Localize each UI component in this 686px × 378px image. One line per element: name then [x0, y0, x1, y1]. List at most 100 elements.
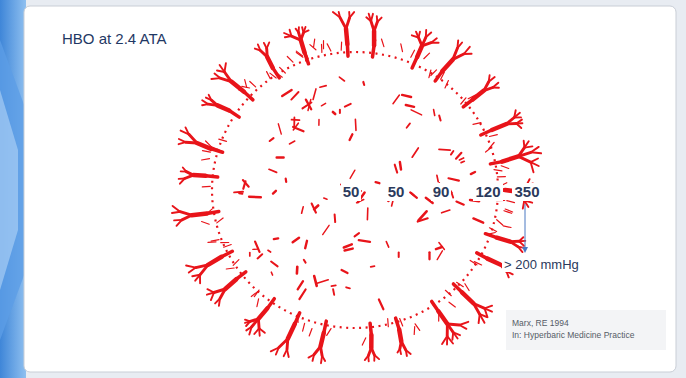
capillary-fragment [350, 170, 355, 178]
vessel-branch [265, 49, 268, 57]
vessel-branch [207, 289, 214, 292]
side-bar [0, 0, 26, 378]
capillary [203, 151, 211, 153]
capillary-fragment [437, 175, 438, 181]
vessel-branch [519, 241, 524, 246]
vessel-branch [217, 105, 229, 110]
vessel-branch [173, 206, 181, 212]
vessel-branch [438, 311, 447, 324]
capillary-fragment [400, 162, 401, 169]
capillary-fragment [344, 244, 352, 247]
vessel-branch [350, 12, 355, 18]
vessel-branch [514, 116, 521, 118]
capillary [441, 72, 445, 79]
capillary-fragment [299, 290, 305, 300]
capillary-fragment [304, 260, 306, 263]
vessel-branch [321, 356, 322, 363]
vessel-branch [321, 333, 324, 347]
vessel-branch [246, 327, 251, 331]
capillary-fragment [367, 208, 369, 220]
vessel-branch [290, 30, 292, 36]
capillary-fragment [317, 280, 328, 284]
vessel-branch [288, 324, 295, 339]
capillary-fragment [473, 218, 483, 222]
vessel-branch [453, 54, 464, 59]
capillary-fragment [282, 90, 291, 96]
vessel-branch [271, 348, 279, 352]
capillary [400, 319, 403, 326]
capillary-fragment [342, 270, 348, 273]
capillary-fragment [321, 103, 325, 105]
vessel-branch [474, 304, 480, 315]
capillary [497, 220, 503, 225]
capillary [219, 139, 227, 141]
po2-value: 350 [512, 183, 541, 201]
vessel-branch [186, 266, 196, 268]
citation-line: Marx, RE 1994 [512, 318, 569, 329]
vessel-branch [314, 347, 320, 355]
vessel-branch [174, 219, 182, 221]
vessel-branch [250, 319, 258, 322]
vessel-branch [179, 178, 185, 180]
capillary-fragment [243, 180, 249, 187]
po2-value: 120 [473, 183, 502, 201]
vessel-branch [339, 12, 340, 18]
vessel-branch [369, 335, 374, 348]
capillary [387, 319, 389, 327]
vessel-branch [254, 328, 259, 334]
capillary [503, 226, 511, 228]
vessel-branch [442, 59, 453, 71]
capillary-fragment [255, 242, 259, 252]
capillary-fragment [285, 179, 288, 182]
vessel-branch [400, 342, 401, 349]
capillary-fragment [398, 252, 400, 257]
capillary [303, 323, 305, 331]
vessel-branch [399, 330, 401, 342]
capillary [239, 90, 247, 93]
capillary [362, 338, 365, 345]
capillary-fragment [249, 253, 251, 256]
vessel-branch [267, 43, 270, 49]
capillary [411, 50, 415, 57]
po2-value: 50 [386, 183, 407, 201]
capillary-fragment [339, 110, 341, 113]
vessel-branch [374, 22, 377, 31]
capillary-fragment [411, 110, 422, 115]
vessel-branch [373, 355, 375, 361]
vessel-branch [192, 275, 200, 277]
capillary [414, 327, 416, 335]
vessel-branch [484, 88, 493, 91]
capillary [501, 166, 509, 169]
vessel-branch [502, 156, 518, 161]
capillary-fragment [376, 182, 380, 183]
capillary-fragment [258, 254, 263, 258]
capillary-fragment [456, 153, 461, 159]
capillary-fragment [334, 214, 337, 222]
vessel-branch [518, 156, 530, 162]
capillary-fragments [234, 77, 483, 309]
vessel-branch [209, 95, 212, 100]
vessel-branch [211, 100, 217, 105]
capillary-fragment [346, 287, 350, 288]
pressure-note: > 200 mmHg [502, 257, 581, 272]
capillary [445, 290, 451, 295]
vessel-branch [479, 314, 480, 323]
capillary [202, 159, 210, 160]
vessel-branch [258, 308, 267, 319]
vessel-branch [279, 339, 288, 348]
capillary-fragment [270, 138, 274, 141]
capillary [449, 302, 455, 307]
capillary-fragment [302, 207, 304, 213]
vessel-branch [225, 72, 232, 82]
vessel-branch [422, 43, 431, 46]
vessel-branch [510, 242, 518, 247]
capillary [497, 176, 505, 177]
capillary-fragment [293, 123, 298, 130]
slide-card [24, 6, 676, 372]
dotted-ring [212, 52, 498, 328]
capillary-fragment [339, 77, 344, 81]
vessel-branch [179, 139, 186, 142]
vessel-branch [516, 120, 522, 124]
capillary [206, 141, 212, 147]
capillary-fragment [239, 192, 242, 195]
